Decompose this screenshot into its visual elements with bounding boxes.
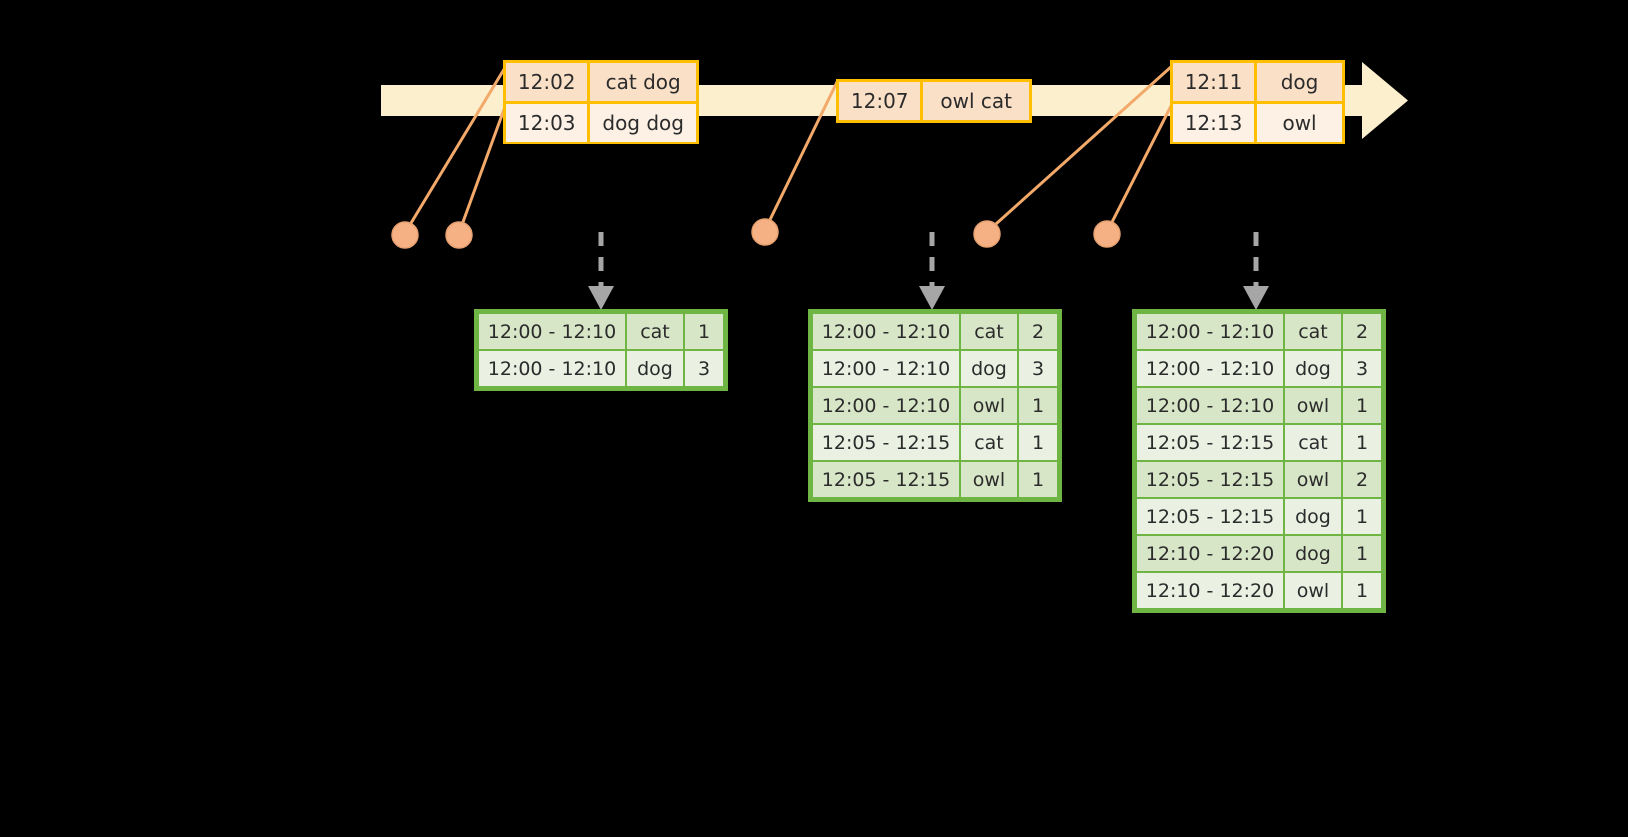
window-cell: 12:05 - 12:15: [1136, 498, 1284, 535]
event-row[interactable]: 12:11 dog: [1173, 63, 1342, 101]
window-cell: 12:00 - 12:10: [1136, 313, 1284, 350]
key-cell: cat: [1284, 424, 1342, 461]
emit-dot-3: [751, 218, 779, 246]
event-payload: dog: [1254, 63, 1342, 101]
event-row[interactable]: 12:03 dog dog: [506, 101, 696, 142]
window-cell: 12:10 - 12:20: [1136, 572, 1284, 609]
window-cell: 12:05 - 12:15: [1136, 461, 1284, 498]
table-row[interactable]: 12:00 - 12:10 dog 3: [1136, 350, 1382, 387]
key-cell: owl: [1284, 461, 1342, 498]
event-time: 12:11: [1173, 63, 1255, 101]
window-cell: 12:05 - 12:15: [812, 461, 960, 498]
count-cell: 1: [1342, 387, 1382, 424]
count-cell: 3: [1342, 350, 1382, 387]
window-cell: 12:05 - 12:15: [812, 424, 960, 461]
count-cell: 2: [1018, 313, 1058, 350]
table-row[interactable]: 12:05 - 12:15 cat 1: [1136, 424, 1382, 461]
key-cell: cat: [960, 424, 1018, 461]
event-payload: dog dog: [587, 104, 696, 142]
key-cell: owl: [960, 461, 1018, 498]
event-time: 12:13: [1173, 104, 1255, 142]
key-cell: dog: [1284, 535, 1342, 572]
event-payload: owl: [1254, 104, 1342, 142]
count-cell: 1: [684, 313, 724, 350]
table-row[interactable]: 12:05 - 12:15 dog 1: [1136, 498, 1382, 535]
key-cell: dog: [960, 350, 1018, 387]
count-cell: 1: [1342, 498, 1382, 535]
result-table-2[interactable]: 12:00 - 12:10 cat 2 12:00 - 12:10 dog 3 …: [808, 309, 1062, 502]
emit-dot-5: [1093, 220, 1121, 248]
table-row[interactable]: 12:05 - 12:15 owl 1: [812, 461, 1058, 498]
window-cell: 12:05 - 12:15: [1136, 424, 1284, 461]
table-row[interactable]: 12:00 - 12:10 dog 3: [812, 350, 1058, 387]
table-row[interactable]: 12:00 - 12:10 cat 2: [812, 313, 1058, 350]
key-cell: cat: [1284, 313, 1342, 350]
window-cell: 12:00 - 12:10: [1136, 350, 1284, 387]
table-row[interactable]: 12:05 - 12:15 cat 1: [812, 424, 1058, 461]
event-group-2[interactable]: 12:07 owl cat: [836, 79, 1032, 123]
window-cell: 12:10 - 12:20: [1136, 535, 1284, 572]
event-row[interactable]: 12:02 cat dog: [506, 63, 696, 101]
event-time: 12:03: [506, 104, 588, 142]
window-cell: 12:00 - 12:10: [812, 350, 960, 387]
table-row[interactable]: 12:10 - 12:20 owl 1: [1136, 572, 1382, 609]
table-row[interactable]: 12:00 - 12:10 dog 3: [478, 350, 724, 387]
count-cell: 3: [1018, 350, 1058, 387]
key-cell: dog: [626, 350, 684, 387]
key-cell: cat: [960, 313, 1018, 350]
event-row[interactable]: 12:13 owl: [1173, 101, 1342, 142]
table-row[interactable]: 12:00 - 12:10 owl 1: [812, 387, 1058, 424]
result-table-1[interactable]: 12:00 - 12:10 cat 1 12:00 - 12:10 dog 3: [474, 309, 728, 391]
table-row[interactable]: 12:05 - 12:15 owl 2: [1136, 461, 1382, 498]
count-cell: 1: [1018, 424, 1058, 461]
emit-dot-2: [445, 221, 473, 249]
count-cell: 1: [1342, 535, 1382, 572]
window-cell: 12:00 - 12:10: [1136, 387, 1284, 424]
key-cell: owl: [1284, 572, 1342, 609]
table-row[interactable]: 12:00 - 12:10 owl 1: [1136, 387, 1382, 424]
event-time: 12:02: [506, 63, 588, 101]
result-arrows: [598, 232, 1259, 288]
window-cell: 12:00 - 12:10: [478, 313, 626, 350]
window-cell: 12:00 - 12:10: [812, 313, 960, 350]
emit-dot-1: [391, 221, 419, 249]
count-cell: 2: [1342, 313, 1382, 350]
event-row[interactable]: 12:07 owl cat: [839, 82, 1029, 120]
key-cell: dog: [1284, 498, 1342, 535]
window-cell: 12:00 - 12:10: [812, 387, 960, 424]
key-cell: owl: [1284, 387, 1342, 424]
key-cell: owl: [960, 387, 1018, 424]
window-cell: 12:00 - 12:10: [478, 350, 626, 387]
emit-dot-4: [973, 220, 1001, 248]
emit-dots: [391, 218, 1121, 249]
count-cell: 2: [1342, 461, 1382, 498]
event-payload: owl cat: [920, 82, 1029, 120]
event-group-3[interactable]: 12:11 dog 12:13 owl: [1170, 60, 1345, 144]
count-cell: 1: [1342, 572, 1382, 609]
result-table-3[interactable]: 12:00 - 12:10 cat 2 12:00 - 12:10 dog 3 …: [1132, 309, 1386, 613]
table-row[interactable]: 12:10 - 12:20 dog 1: [1136, 535, 1382, 572]
event-time: 12:07: [839, 82, 921, 120]
count-cell: 1: [1342, 424, 1382, 461]
count-cell: 1: [1018, 387, 1058, 424]
key-cell: cat: [626, 313, 684, 350]
table-row[interactable]: 12:00 - 12:10 cat 1: [478, 313, 724, 350]
key-cell: dog: [1284, 350, 1342, 387]
result-arrowheads: [588, 286, 1269, 310]
event-payload: cat dog: [587, 63, 696, 101]
table-row[interactable]: 12:00 - 12:10 cat 2: [1136, 313, 1382, 350]
count-cell: 1: [1018, 461, 1058, 498]
count-cell: 3: [684, 350, 724, 387]
event-group-1[interactable]: 12:02 cat dog 12:03 dog dog: [503, 60, 699, 144]
